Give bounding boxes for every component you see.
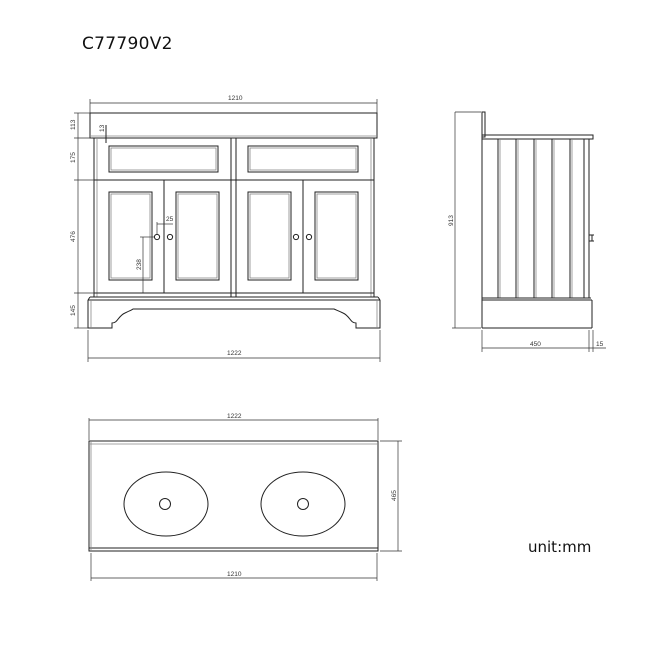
dim-front-bottom-width: 1222	[227, 350, 242, 357]
dim-drawer-height: 175	[70, 152, 77, 163]
dim-top-outer-width: 1222	[227, 413, 242, 420]
dim-side-height: 913	[448, 215, 455, 226]
dim-side-depth: 450	[530, 341, 541, 348]
front-view: 1210 13	[70, 95, 381, 362]
top-view: 1222 465 1210	[88, 413, 402, 581]
side-view: 913 450 15	[448, 111, 606, 352]
dim-top-depth: 465	[391, 490, 398, 501]
dim-top-inner-width: 1210	[227, 571, 242, 578]
knob-icon	[292, 233, 300, 241]
drain-icon	[159, 498, 171, 510]
dim-door-height: 476	[70, 231, 77, 242]
side-panel-slats	[497, 139, 585, 298]
dim-knob-spacing: 25	[166, 216, 174, 223]
dim-countertop-height: 113	[70, 119, 77, 130]
dim-side-overhang: 15	[596, 341, 604, 348]
knob-icon	[166, 233, 174, 241]
drain-icon	[297, 498, 309, 510]
knob-icon	[153, 233, 161, 241]
dim-plinth-height: 145	[70, 305, 77, 316]
drawing-title: C77790V2	[82, 34, 173, 54]
dim-knob-height: 238	[136, 259, 143, 270]
basin-left	[123, 471, 209, 537]
knob-icon	[588, 234, 593, 242]
basin-right	[260, 471, 346, 537]
dim-front-top-width: 1210	[228, 95, 243, 102]
knob-icon	[305, 233, 313, 241]
unit-label: unit:mm	[528, 538, 592, 556]
dim-countertop-thickness: 13	[99, 124, 106, 132]
